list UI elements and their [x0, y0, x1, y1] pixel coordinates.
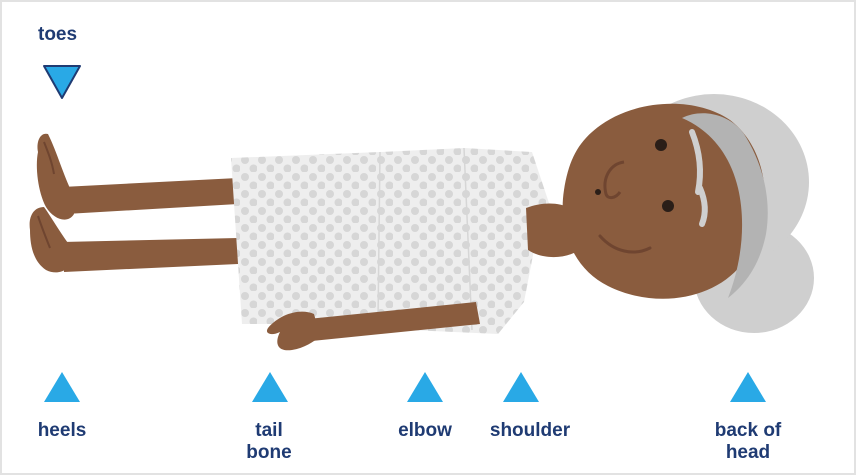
triangle-up-icon [250, 370, 290, 404]
triangle-up-icon [728, 370, 768, 404]
upper-leg [62, 178, 238, 214]
triangle-up-shape [252, 372, 288, 402]
label-bone: bone [234, 442, 304, 464]
label-tail: tail [234, 420, 304, 442]
legs [30, 134, 238, 273]
triangle-up-icon [42, 370, 82, 404]
gown [231, 148, 550, 334]
triangle-up-shape [730, 372, 766, 402]
triangle-up-icon [405, 370, 445, 404]
label-head: head [702, 442, 794, 464]
triangle-down-shape [44, 66, 80, 98]
eye [655, 139, 667, 151]
label-shoulder: shoulder [480, 420, 580, 442]
label-heels: heels [32, 420, 92, 442]
lower-leg [62, 238, 238, 272]
gown-body [231, 148, 550, 334]
label-toes: toes [38, 24, 77, 46]
upper-foot [37, 134, 74, 220]
triangle-up-shape [407, 372, 443, 402]
triangle-down-icon [42, 64, 82, 100]
label-back-of: back of [702, 420, 794, 442]
triangle-up-icon [501, 370, 541, 404]
triangle-up-shape [503, 372, 539, 402]
head [563, 104, 768, 299]
label-back-of-head: back of head [702, 420, 794, 464]
triangle-up-shape [44, 372, 80, 402]
label-elbow: elbow [390, 420, 460, 442]
label-tail-bone: tail bone [234, 420, 304, 464]
eye [662, 200, 674, 212]
nostril [595, 189, 601, 195]
